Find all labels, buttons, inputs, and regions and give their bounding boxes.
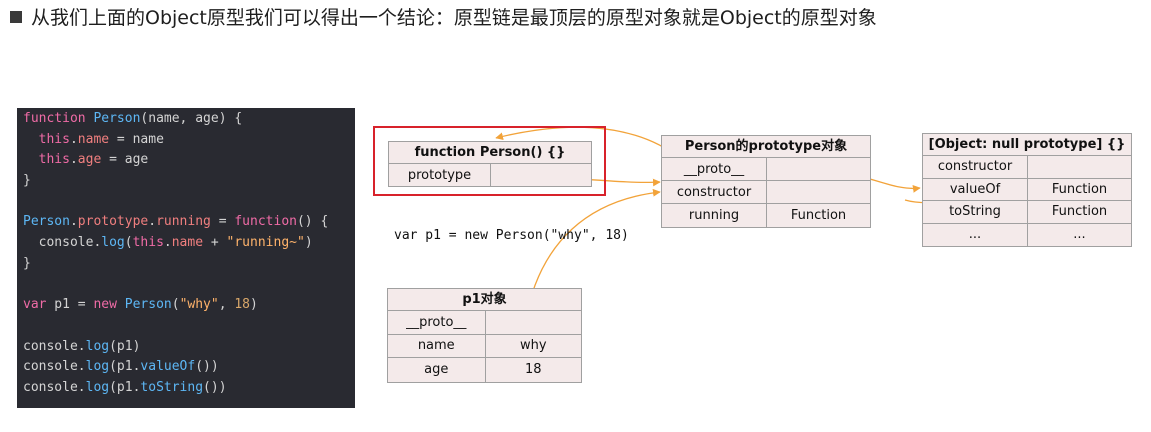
code-line: } (23, 255, 31, 271)
code-line: function Person(name, age) { (23, 111, 243, 126)
box-cell: constructor (662, 181, 766, 203)
box-title: function Person() {} (389, 142, 591, 164)
box-cell: Function (766, 204, 870, 227)
code-line (23, 275, 349, 296)
code-line: this.name = name (38, 131, 164, 147)
box-row: ...... (923, 223, 1131, 246)
new-person-expression: var p1 = new Person("why", 18) (394, 228, 629, 243)
box-cell: constructor (923, 156, 1027, 178)
code-line: console.log(p1.toString()) (23, 379, 227, 395)
code-line: console.log(p1) (23, 338, 141, 354)
code-line: console.log(this.name + "running~") (23, 235, 313, 251)
box-cell (766, 181, 870, 203)
function-person-highlight (373, 126, 606, 196)
code-line (23, 192, 349, 213)
prototype-chain-diagram: function Person() {}prototype Person的pro… (360, 40, 1151, 432)
box-cell: __proto__ (662, 158, 766, 180)
box-title: [Object: null prototype] {} (923, 134, 1131, 156)
box-cell (490, 164, 591, 186)
code-line: console.log(p1.valueOf()) (23, 359, 219, 375)
code-line: var p1 = new Person("why", 18) (23, 297, 258, 313)
box-cell: __proto__ (388, 311, 485, 334)
box-cell: name (388, 334, 485, 357)
box-cell: toString (923, 201, 1027, 223)
code-line: } (23, 173, 31, 189)
box-row: prototype (389, 164, 591, 186)
bullet-square-icon (10, 11, 22, 23)
box-cell: Function (1027, 201, 1131, 223)
box-title: p1对象 (388, 289, 581, 311)
box-cell: 18 (484, 358, 581, 382)
box-cell: ... (1027, 223, 1131, 246)
code-panel: function Person(name, age) { this.name =… (17, 108, 355, 408)
box-cell (766, 158, 870, 180)
box-row: __proto__ (388, 311, 581, 335)
page-heading: 从我们上面的Object原型我们可以得出一个结论：原型链是最顶层的原型对象就是O… (10, 4, 877, 32)
box-cell: prototype (389, 164, 490, 186)
function-person-box: function Person() {}prototype (388, 141, 592, 187)
box-title: Person的prototype对象 (662, 136, 870, 158)
code-line (23, 316, 349, 337)
code-line: Person.prototype.running = function() { (23, 214, 329, 230)
box-row: constructor (923, 156, 1131, 179)
heading-text: 从我们上面的Object原型我们可以得出一个结论：原型链是最顶层的原型对象就是O… (31, 7, 877, 29)
box-cell: Function (1027, 178, 1131, 200)
box-row: __proto__ (662, 158, 870, 181)
box-cell (1027, 156, 1131, 178)
box-cell: ... (923, 223, 1027, 246)
code-line: this.age = age (38, 152, 149, 168)
box-cell: age (388, 358, 485, 382)
box-cell (484, 311, 581, 334)
box-row: constructor (662, 181, 870, 204)
box-cell: why (484, 334, 581, 357)
box-cell: valueOf (923, 178, 1027, 200)
box-cell: running (662, 204, 766, 227)
